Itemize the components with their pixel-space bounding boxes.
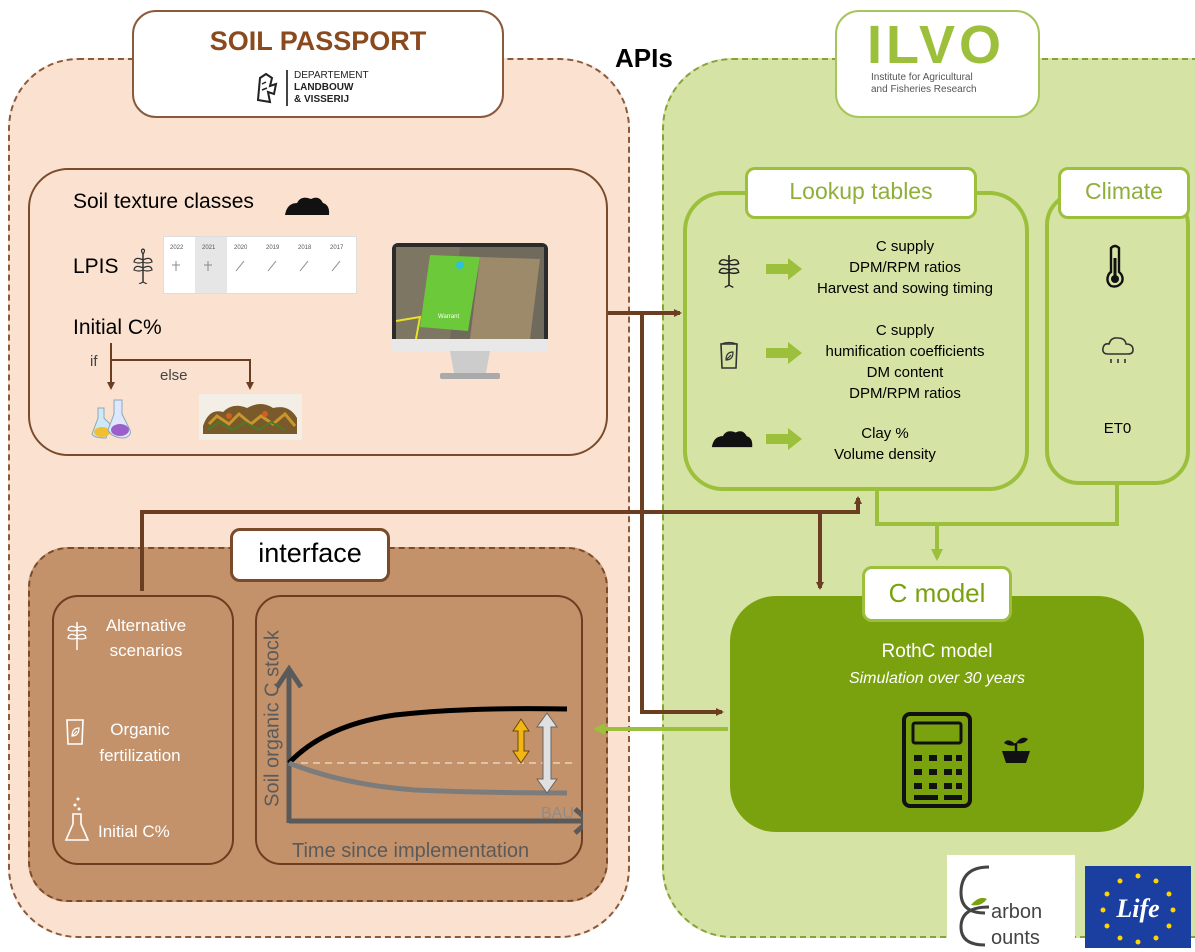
eu-stars-icon xyxy=(1100,873,1176,945)
monitor-map-icon xyxy=(392,243,548,379)
fertilizer-bag-icon xyxy=(720,341,738,369)
lookup-arrow-3 xyxy=(766,428,802,450)
calculator-icon xyxy=(902,712,972,808)
ilvo-sub-1: Institute for Agricultural xyxy=(871,72,973,83)
lookup-g2-line2: humification coefficients xyxy=(825,343,985,360)
lpis-label: LPIS xyxy=(73,255,119,278)
lookup-g1-line3: Harvest and sowing timing xyxy=(817,280,993,297)
crop-plant-icon xyxy=(133,248,153,284)
soil-passport-title: SOIL PASSPORT xyxy=(209,26,427,56)
lookup-group-1: C supply DPM/RPM ratios Harvest and sowi… xyxy=(785,236,1025,299)
bau-label: BAU xyxy=(541,805,574,822)
dept-line-3: & VISSERIJ xyxy=(294,94,350,105)
lion-logo-icon xyxy=(256,72,278,104)
ilvo-header: ILVO Institute for Agricultural and Fish… xyxy=(835,10,1040,118)
lpis-year-4: 2019 xyxy=(266,245,280,251)
carbon-counts-logo: arbon ounts xyxy=(947,855,1075,952)
et0-label: ET0 xyxy=(1103,420,1132,437)
carbon-counts-mark-icon xyxy=(959,865,990,947)
soil-texture-label: Soil texture classes xyxy=(73,190,254,213)
soc-graph xyxy=(274,664,583,835)
department-logo-text: DEPARTEMENT LANDBOUW & VISSERIJ xyxy=(294,70,369,106)
lpis-year-2: 2021 xyxy=(202,245,216,251)
climate-title-box xyxy=(1058,167,1190,219)
soil-passport-header: SOIL PASSPORT DEPARTEMENT LANDBOUW & VIS… xyxy=(132,10,504,118)
field-label: Warrant xyxy=(438,314,460,320)
carbon-text: arbon xyxy=(991,901,1043,923)
lookup-arrow-2 xyxy=(766,342,802,364)
counts-text: ounts xyxy=(991,927,1040,949)
x-axis-label: Time since implementation xyxy=(292,840,530,862)
ilvo-title: ILVO xyxy=(867,15,1006,75)
c-model-title-box xyxy=(862,566,1012,622)
lab-flasks-icon xyxy=(91,399,131,439)
lpis-year-6: 2017 xyxy=(330,245,344,251)
plant-icon xyxy=(718,255,740,288)
c-model-title: C model xyxy=(888,578,986,608)
organic-fert-label: Organic fertilization xyxy=(80,717,200,769)
dept-line-1: DEPARTEMENT xyxy=(294,70,369,81)
ilvo-sub-2: and Fisheries Research xyxy=(871,84,977,95)
lookup-g2-line3: DM content xyxy=(866,364,944,381)
organic-line2: fertilization xyxy=(99,746,181,765)
ilvo-subtitle: Institute for Agricultural and Fisheries… xyxy=(871,72,977,96)
if-label: if xyxy=(90,353,98,370)
lookup-arrow-1 xyxy=(766,258,802,280)
interface-box xyxy=(28,547,608,902)
simulation-label: Simulation over 30 years xyxy=(848,670,1026,687)
soil-pile-icon-2 xyxy=(711,431,753,448)
lookup-g3-line2: Volume density xyxy=(834,446,936,463)
alt-scenarios-label: Alternative scenarios xyxy=(86,613,206,663)
apis-label: APIs xyxy=(615,43,673,73)
lpis-year-1: 2022 xyxy=(170,245,184,251)
life-text: Life xyxy=(1116,894,1160,923)
lpis-tick-icons xyxy=(172,260,341,272)
rothc-model-label: RothC model xyxy=(881,641,993,662)
lookup-tables-title: Lookup tables xyxy=(789,178,933,204)
lpis-year-5: 2018 xyxy=(298,245,312,251)
climate-title: Climate xyxy=(1085,178,1163,204)
lpis-timeline: 2022 2021 2020 2019 2018 2017 xyxy=(163,236,357,294)
rain-cloud-icon xyxy=(1102,337,1134,363)
lookup-tables-title-box xyxy=(745,167,977,219)
else-label: else xyxy=(160,367,188,384)
soil-sample-photo xyxy=(199,394,302,440)
scenarios-box xyxy=(52,595,234,865)
interface-title-box xyxy=(230,528,390,582)
lookup-g2-line4: DPM/RPM ratios xyxy=(849,385,961,402)
eu-life-logo: Life xyxy=(1085,866,1191,948)
alt-scen-line2: scenarios xyxy=(109,641,183,660)
scenario-plant-icon xyxy=(67,622,87,650)
graph-box xyxy=(255,595,583,865)
lookup-g1-line2: DPM/RPM ratios xyxy=(849,259,961,276)
organic-line1: Organic xyxy=(110,720,170,739)
soil-pile-icon xyxy=(285,197,330,215)
dept-line-2: LANDBOUW xyxy=(294,82,354,93)
organic-bag-icon xyxy=(66,719,84,745)
seedling-icon xyxy=(1002,737,1030,763)
lookup-g2-line1: C supply xyxy=(875,322,935,339)
initial-c-label: Initial C% xyxy=(73,316,162,339)
alt-scen-line1: Alternative xyxy=(105,616,187,635)
lookup-group-3: Clay % Volume density xyxy=(785,423,985,465)
lookup-group-2: C supply humification coefficients DM co… xyxy=(785,320,1025,404)
logo-divider xyxy=(286,70,288,106)
flask-icon xyxy=(64,797,90,841)
initial-c-scenario-label: Initial C% xyxy=(98,822,170,841)
lookup-g1-line1: C supply xyxy=(875,238,935,255)
interface-title: interface xyxy=(258,538,362,568)
lookup-g3-line1: Clay % xyxy=(861,425,909,442)
lpis-year-3: 2020 xyxy=(234,245,248,251)
thermometer-icon xyxy=(1106,244,1124,288)
